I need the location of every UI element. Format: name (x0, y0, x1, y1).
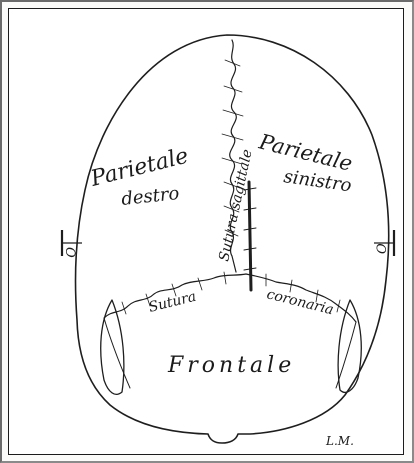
label-left-ear-marker: O (62, 247, 77, 258)
label-frontale: Frontale (167, 353, 295, 378)
label-coronaria-right: coronaria (265, 286, 335, 318)
left-ear-shape (101, 300, 124, 394)
label-right-ear-marker: O (375, 243, 390, 254)
central-fissure (249, 182, 251, 290)
label-parietale-destro-2: destro (120, 183, 180, 210)
signature: L.M. (325, 434, 354, 448)
label-sutura-left: Sutura (147, 289, 198, 316)
frontal-lower-left (104, 318, 130, 388)
